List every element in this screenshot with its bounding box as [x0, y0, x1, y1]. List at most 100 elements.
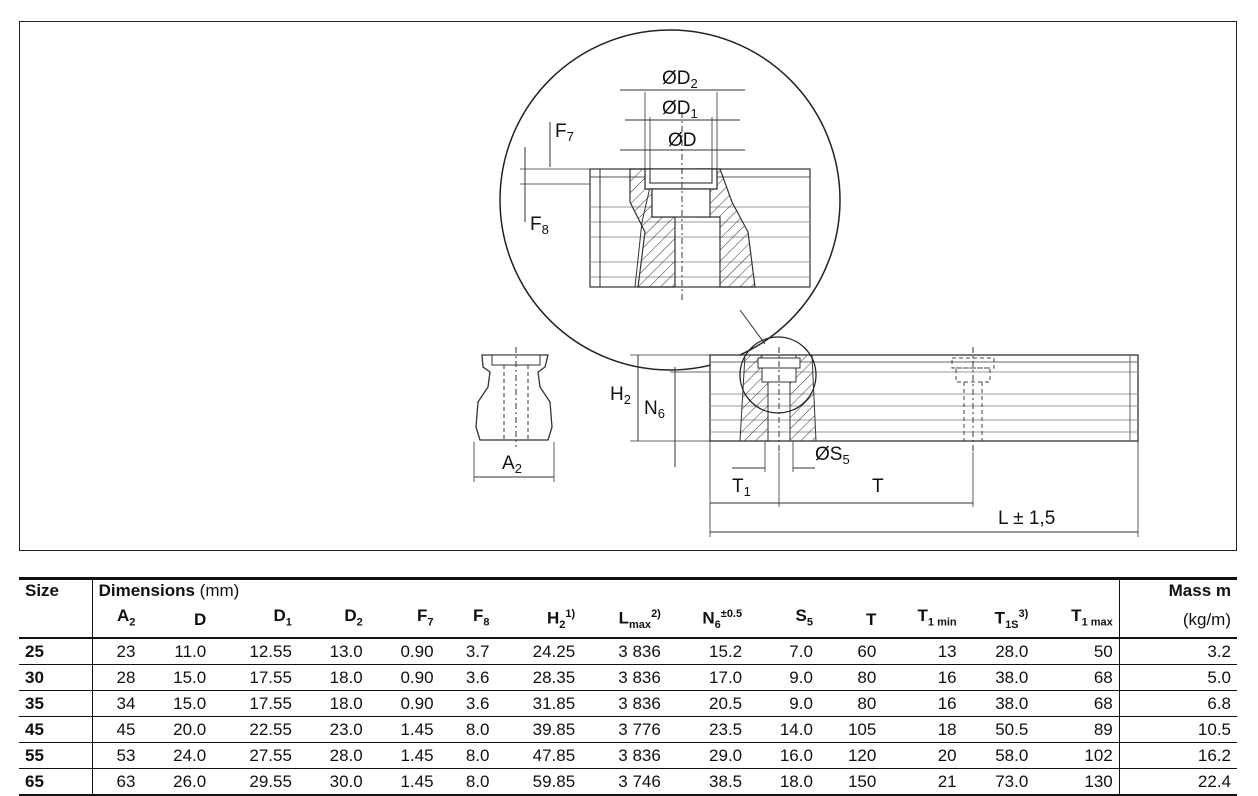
dimension-cell: 3 836 [581, 690, 667, 718]
dimension-cell: 20.5 [666, 690, 749, 718]
d-label: ØD [668, 130, 697, 151]
detail-circle: F7 F8 ØD2 ØD1 ØD [499, 29, 841, 371]
dimension-cell: 1.45 [368, 742, 440, 770]
dimension-cell: 38.5 [666, 768, 749, 796]
dimension-cell: 28.0 [297, 742, 369, 770]
dimension-cell: 16 [882, 690, 963, 718]
d1-label: ØD1 [662, 98, 698, 121]
dimension-cell: 28.35 [495, 664, 582, 692]
length-label: L ± 1,5 [998, 508, 1055, 529]
dimension-cell: 7.0 [748, 638, 819, 666]
size-cell: 55 [19, 742, 93, 770]
column-header: T1S3) [962, 602, 1035, 640]
technical-drawing-frame: F7 F8 ØD2 ØD1 ØD A2 [19, 21, 1237, 551]
a2-label: A2 [502, 453, 522, 476]
dimension-cell: 8.0 [439, 716, 496, 744]
dimension-cell: 47.85 [495, 742, 582, 770]
dimension-cell: 0.90 [368, 638, 440, 666]
dimension-cell: 28.0 [962, 638, 1035, 666]
dimension-cell: 9.0 [748, 690, 819, 718]
dimension-cell: 23.0 [297, 716, 369, 744]
dimension-cell: 28 [92, 664, 142, 692]
n6-label: N6 [644, 398, 665, 421]
dimension-cell: 14.0 [748, 716, 819, 744]
s5-label: ØS5 [815, 444, 850, 467]
dimension-cell: 30.0 [297, 768, 369, 796]
column-header: D1 [212, 602, 298, 640]
dimension-cell: 9.0 [748, 664, 819, 692]
dimension-cell: 23.5 [666, 716, 749, 744]
dimension-cell: 68 [1034, 664, 1120, 692]
size-cell: 65 [19, 768, 93, 796]
column-header: T1 min [882, 602, 963, 640]
dimension-cell: 27.55 [212, 742, 298, 770]
dimension-cell: 3.7 [439, 638, 496, 666]
dimension-cell: 1.45 [368, 768, 440, 796]
dimension-cell: 0.90 [368, 664, 440, 692]
dimension-cell: 3.6 [439, 664, 496, 692]
dimension-cell: 22.55 [212, 716, 298, 744]
size-header-blank [19, 602, 93, 640]
mass-cell: 5.0 [1118, 664, 1237, 692]
dimension-cell: 15.0 [141, 690, 213, 718]
mass-cell: 16.2 [1118, 742, 1237, 770]
column-header: N6±0.5 [666, 602, 749, 640]
dimension-cell: 3 836 [581, 664, 667, 692]
dimension-cell: 3 746 [581, 768, 667, 796]
dimensions-header: Dimensions (mm) [92, 577, 1120, 602]
dimension-cell: 58.0 [962, 742, 1035, 770]
dimension-cell: 130 [1034, 768, 1120, 796]
dimension-cell: 31.85 [495, 690, 582, 718]
f7-label: F7 [555, 121, 574, 144]
dimension-cell: 24.0 [141, 742, 213, 770]
dimension-cell: 50 [1034, 638, 1120, 666]
column-header: T1 max [1034, 602, 1120, 640]
mass-header: Mass m [1118, 577, 1237, 602]
dimension-cell: 17.55 [212, 690, 298, 718]
dimension-cell: 17.0 [666, 664, 749, 692]
dimension-cell: 34 [92, 690, 142, 718]
dimension-cell: 18.0 [297, 664, 369, 692]
size-cell: 45 [19, 716, 93, 744]
dimension-cell: 26.0 [141, 768, 213, 796]
dimension-cell: 73.0 [962, 768, 1035, 796]
dimension-cell: 150 [818, 768, 883, 796]
column-header: F7 [368, 602, 440, 640]
dimension-cell: 21 [882, 768, 963, 796]
dimension-cell: 29.0 [666, 742, 749, 770]
size-cell: 35 [19, 690, 93, 718]
column-header: S5 [748, 602, 819, 640]
dimension-cell: 38.0 [962, 664, 1035, 692]
size-header: Size [19, 577, 93, 602]
rail-cross-section: A2 [473, 347, 555, 482]
dimension-cell: 20 [882, 742, 963, 770]
dimension-cell: 59.85 [495, 768, 582, 796]
dimension-cell: 13.0 [297, 638, 369, 666]
size-cell: 30 [19, 664, 93, 692]
dimension-cell: 45 [92, 716, 142, 744]
dimension-cell: 39.85 [495, 716, 582, 744]
dimension-cell: 18 [882, 716, 963, 744]
dimension-cell: 68 [1034, 690, 1120, 718]
dimension-cell: 3.6 [439, 690, 496, 718]
dimension-cell: 20.0 [141, 716, 213, 744]
mass-cell: 22.4 [1118, 768, 1237, 796]
column-header: D [141, 602, 213, 640]
column-header: A2 [92, 602, 142, 640]
dimension-cell: 8.0 [439, 742, 496, 770]
d2-label: ØD2 [662, 68, 698, 91]
dimension-cell: 105 [818, 716, 883, 744]
column-header: H21) [495, 602, 582, 640]
column-header: Lmax2) [581, 602, 667, 640]
column-header: D2 [297, 602, 369, 640]
dimension-cell: 18.0 [748, 768, 819, 796]
dimension-cell: 12.55 [212, 638, 298, 666]
dimension-cell: 13 [882, 638, 963, 666]
dimension-cell: 3 776 [581, 716, 667, 744]
dimension-cell: 15.0 [141, 664, 213, 692]
mass-cell: 3.2 [1118, 638, 1237, 666]
